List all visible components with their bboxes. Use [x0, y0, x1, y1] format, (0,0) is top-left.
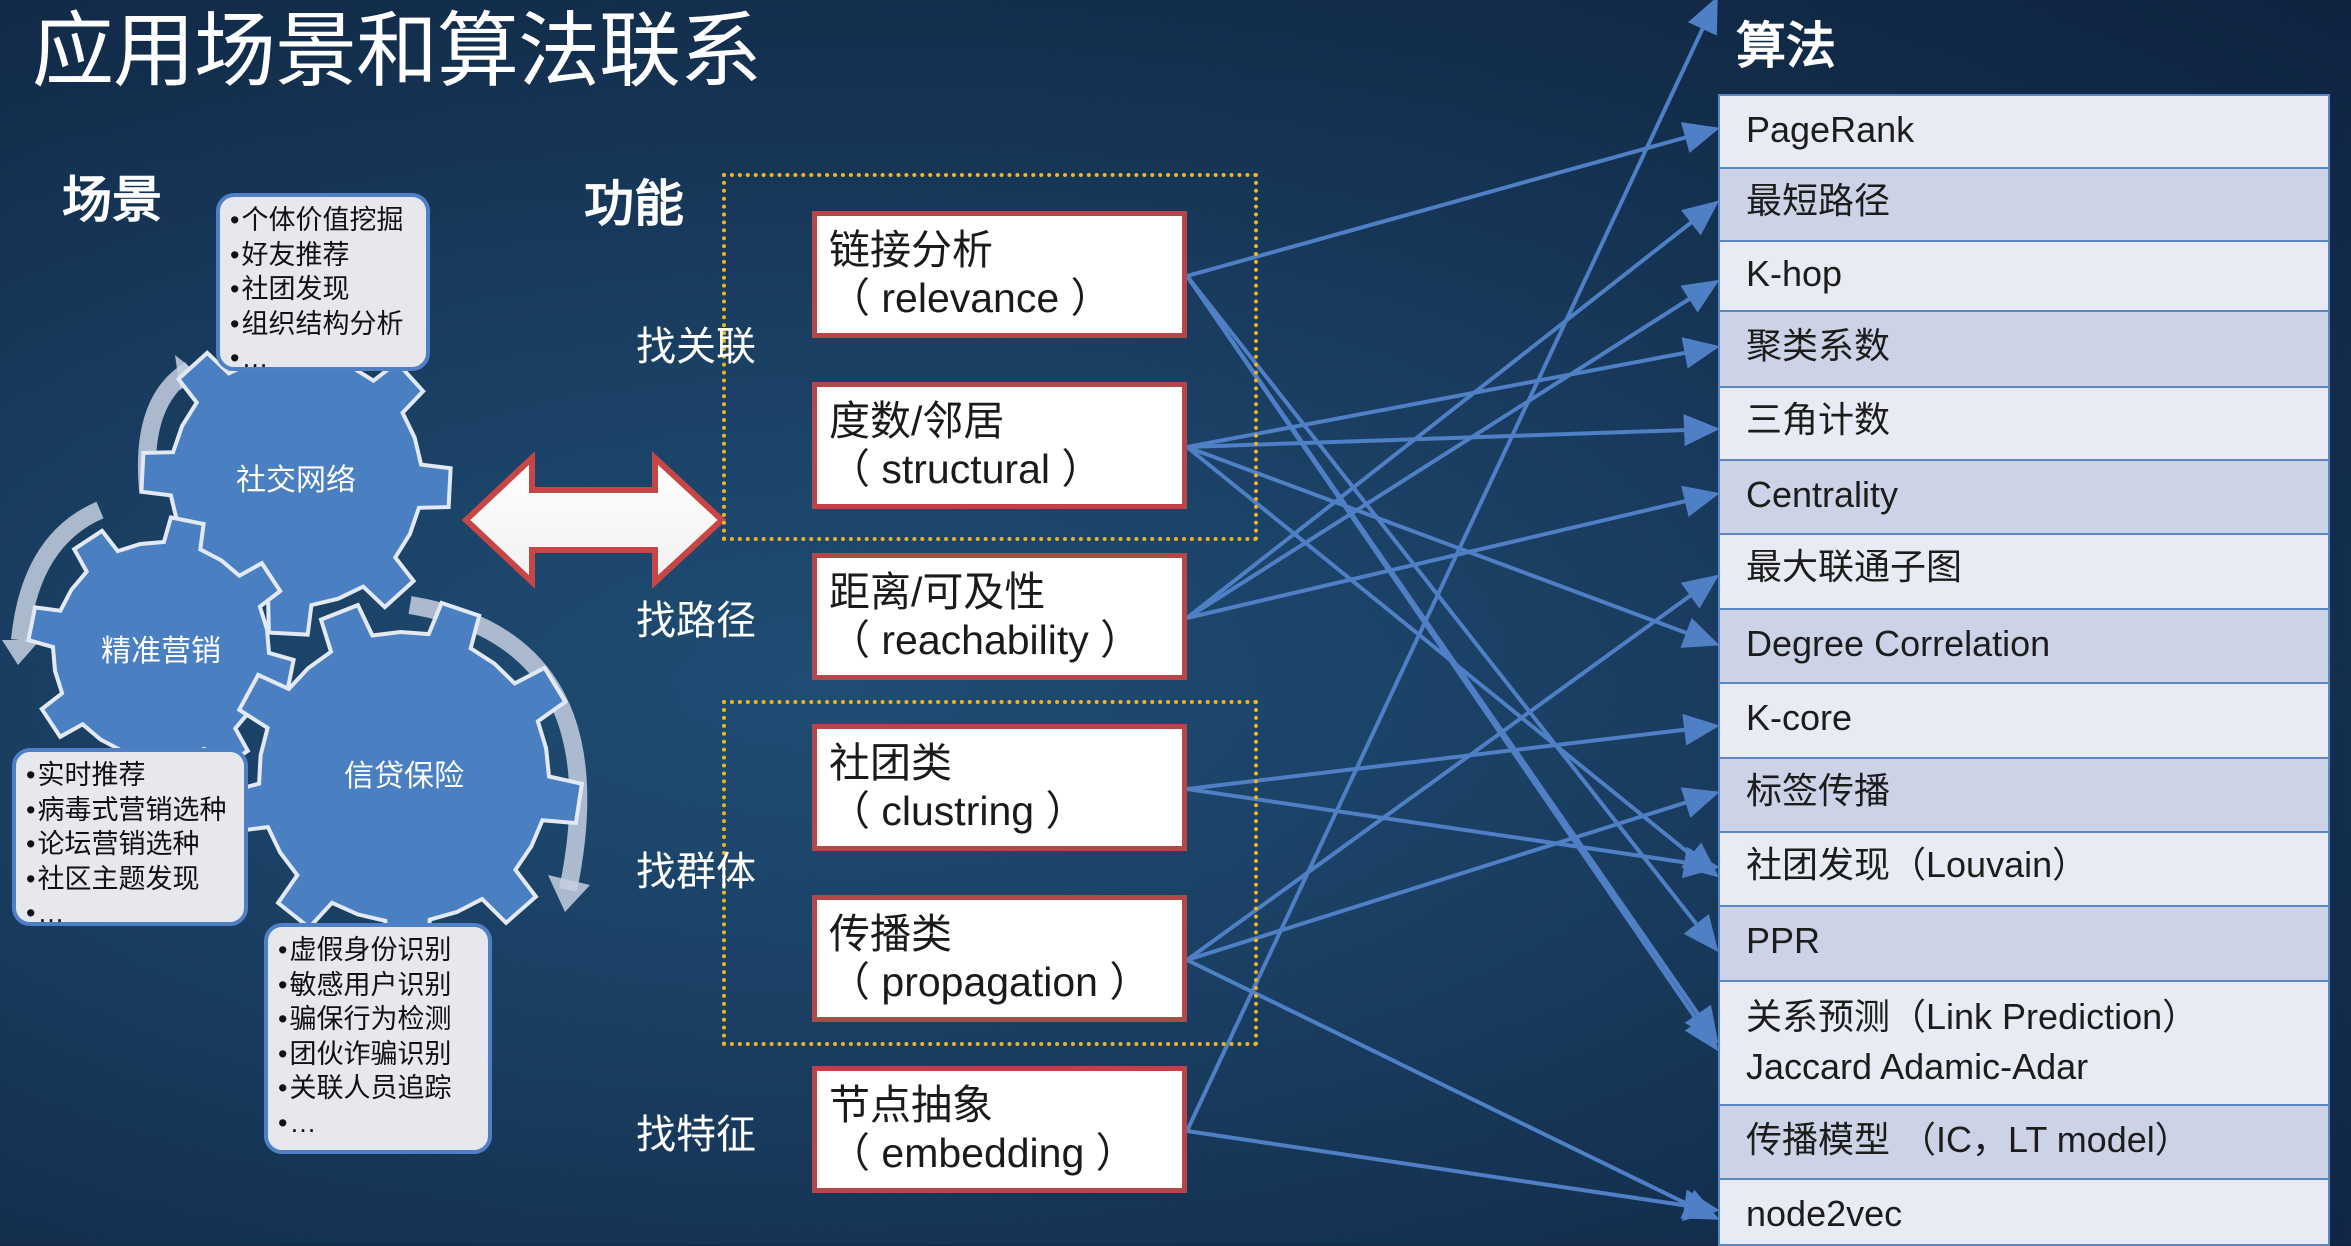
algorithm-item: 最大联通子图: [1718, 535, 2330, 610]
scene-item: 个体价值挖掘: [230, 203, 420, 238]
algorithm-section-label: 算法: [1736, 18, 1836, 74]
algorithm-list: PageRank 最短路径 K-hop 聚类系数 三角计数 Centrality…: [1718, 94, 2330, 1246]
function-en: （ reachability ）: [829, 617, 1142, 663]
function-en: （ embedding ）: [829, 1130, 1137, 1176]
scene-item: …: [278, 1106, 482, 1141]
group-border-community: [722, 700, 1258, 1046]
algorithm-item: Centrality: [1718, 461, 2330, 535]
gear-precision-marketing: [26, 515, 296, 785]
double-arrow: [461, 451, 727, 589]
algorithm-item-line: 关系预测（Link Prediction）: [1746, 996, 2199, 1037]
connector-line: [1186, 414, 1720, 449]
algorithm-item: 标签传播: [1718, 759, 2330, 833]
algorithm-item: 传播模型 （IC，LT model）: [1718, 1106, 2330, 1180]
function-zh: 链接分析: [829, 227, 993, 273]
algorithm-item: K-core: [1718, 684, 2330, 759]
function-group-relation: 找关联: [636, 325, 756, 369]
connector-line: [1186, 445, 1720, 648]
scene-item: …: [230, 341, 420, 367]
scene-item: 社团发现: [230, 272, 420, 307]
gear-shape: [26, 515, 296, 785]
connector-line: [1185, 0, 1718, 1132]
gear-label-marketing: 精准营销: [101, 635, 221, 668]
algorithm-item: Degree Correlation: [1718, 610, 2330, 684]
connector-line: [1185, 200, 1720, 620]
gear-label-credit: 信贷保险: [344, 760, 464, 793]
function-zh: 节点抽象: [829, 1082, 993, 1128]
scene-item: 关联人员追踪: [278, 1071, 482, 1106]
function-en: （ structural ）: [829, 446, 1103, 492]
scene-item: 实时推荐: [26, 758, 238, 793]
function-box-propagation: 传播类（ propagation ）: [812, 895, 1187, 1022]
connector-line: [1186, 787, 1720, 879]
connector-line: [1186, 1129, 1720, 1222]
function-box-structural: 度数/邻居（ structural ）: [812, 382, 1187, 509]
function-box-reachability: 距离/可及性（ reachability ）: [812, 553, 1187, 680]
connector-line: [1185, 445, 1720, 878]
algorithm-item: K-hop: [1718, 242, 2330, 312]
function-en: （ propagation ）: [829, 959, 1151, 1005]
function-zh: 度数/邻居: [829, 398, 1005, 444]
function-group-path: 找路径: [636, 599, 756, 643]
algorithm-item: node2vec: [1718, 1180, 2330, 1246]
algorithm-item: 聚类系数: [1718, 312, 2330, 388]
function-zh: 传播类: [829, 911, 952, 957]
scene-box-social: 个体价值挖掘好友推荐社团发现组织结构分析…: [216, 193, 430, 371]
algorithm-item-link-prediction: 关系预测（Link Prediction） Jaccard Adamic-Ada…: [1718, 982, 2330, 1106]
connector-line: [1186, 958, 1720, 1220]
scene-item: 敏感用户识别: [278, 968, 482, 1003]
connector-line: [1186, 337, 1720, 449]
scene-item: 社区主题发现: [26, 862, 238, 897]
scene-item: …: [26, 896, 238, 922]
algorithm-item: PPR: [1718, 907, 2330, 982]
function-box-clustring: 社团类（ clustring ）: [812, 724, 1187, 851]
cycle-arrowhead-right: [548, 875, 590, 912]
gear-label-social: 社交网络: [236, 464, 356, 497]
function-zh: 距离/可及性: [829, 569, 1046, 615]
algorithm-item: 最短路径: [1718, 169, 2330, 242]
connector-line: [1186, 122, 1720, 278]
scene-box-credit: 虚假身份识别敏感用户识别骗保行为检测团伙诈骗识别关联人员追踪…: [264, 923, 492, 1154]
function-box-relevance: 链接分析（ relevance ）: [812, 211, 1187, 338]
connector-line: [1185, 574, 1720, 962]
algorithm-item: 三角计数: [1718, 388, 2330, 461]
scene-box-marketing: 实时推荐病毒式营销选种论坛营销选种社区主题发现…: [12, 748, 248, 926]
algorithm-item-line: Jaccard Adamic-Adar: [1746, 1046, 2089, 1087]
algorithm-item: PageRank: [1718, 94, 2330, 169]
scene-item: 组织结构分析: [230, 307, 420, 342]
group-border-relation: [722, 173, 1258, 541]
scene-section-label: 场景: [62, 172, 162, 228]
connector-line: [1186, 713, 1720, 791]
cycle-arrow-left: [11, 501, 104, 641]
connector-lines: [1185, 0, 1720, 1222]
function-section-label: 功能: [584, 176, 684, 232]
connector-line: [1186, 485, 1720, 620]
function-group-feature: 找特征: [636, 1113, 756, 1157]
scene-item: 病毒式营销选种: [26, 793, 238, 828]
connector-line: [1185, 279, 1720, 620]
scene-item: 好友推荐: [230, 238, 420, 273]
scene-item: 虚假身份识别: [278, 933, 482, 968]
algorithm-item: 社团发现（Louvain）: [1718, 833, 2330, 907]
scene-item: 论坛营销选种: [26, 827, 238, 862]
scene-item: 骗保行为检测: [278, 1002, 482, 1037]
scene-item: 团伙诈骗识别: [278, 1037, 482, 1072]
function-en: （ clustring ）: [829, 788, 1087, 834]
cycle-arrowhead-left: [2, 640, 40, 665]
function-group-community: 找群体: [636, 850, 756, 894]
function-en: （ relevance ）: [829, 275, 1112, 321]
function-zh: 社团类: [829, 740, 952, 786]
connector-line: [1186, 787, 1720, 962]
page-title: 应用场景和算法联系: [32, 6, 762, 97]
connector-line: [1185, 274, 1719, 953]
function-box-embedding: 节点抽象（ embedding ）: [812, 1066, 1187, 1193]
